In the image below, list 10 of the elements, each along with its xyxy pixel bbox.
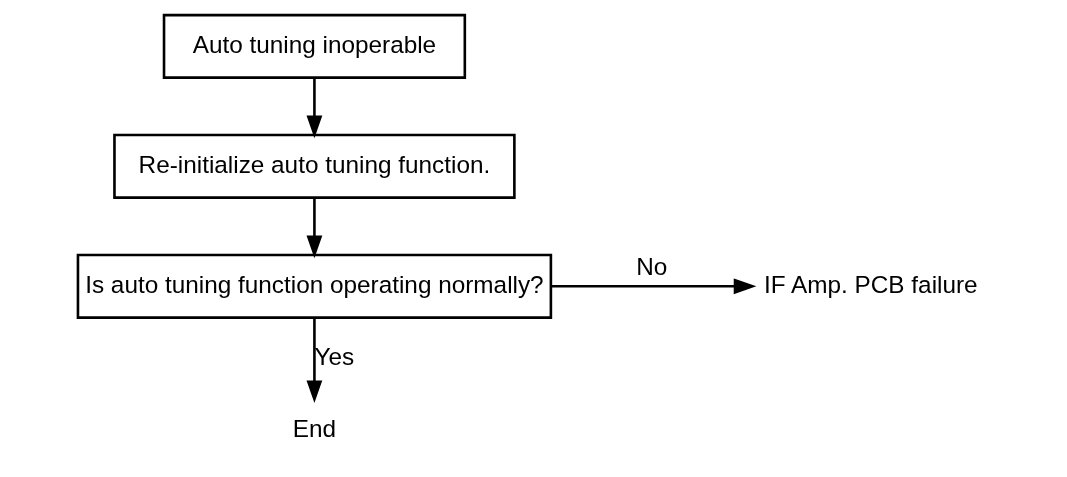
node-box: Is auto tuning function operating normally? xyxy=(76,253,553,319)
edge-label: No xyxy=(636,252,668,280)
node-box: Re-initialize auto tuning function. xyxy=(113,133,516,199)
arrow xyxy=(306,78,323,139)
node-text: End xyxy=(292,415,337,443)
arrow xyxy=(551,278,757,295)
node-text: IF Amp. PCB failure xyxy=(764,270,978,298)
arrow xyxy=(306,198,323,259)
node-box: Auto tuning inoperable xyxy=(162,13,467,79)
arrow xyxy=(306,317,323,404)
